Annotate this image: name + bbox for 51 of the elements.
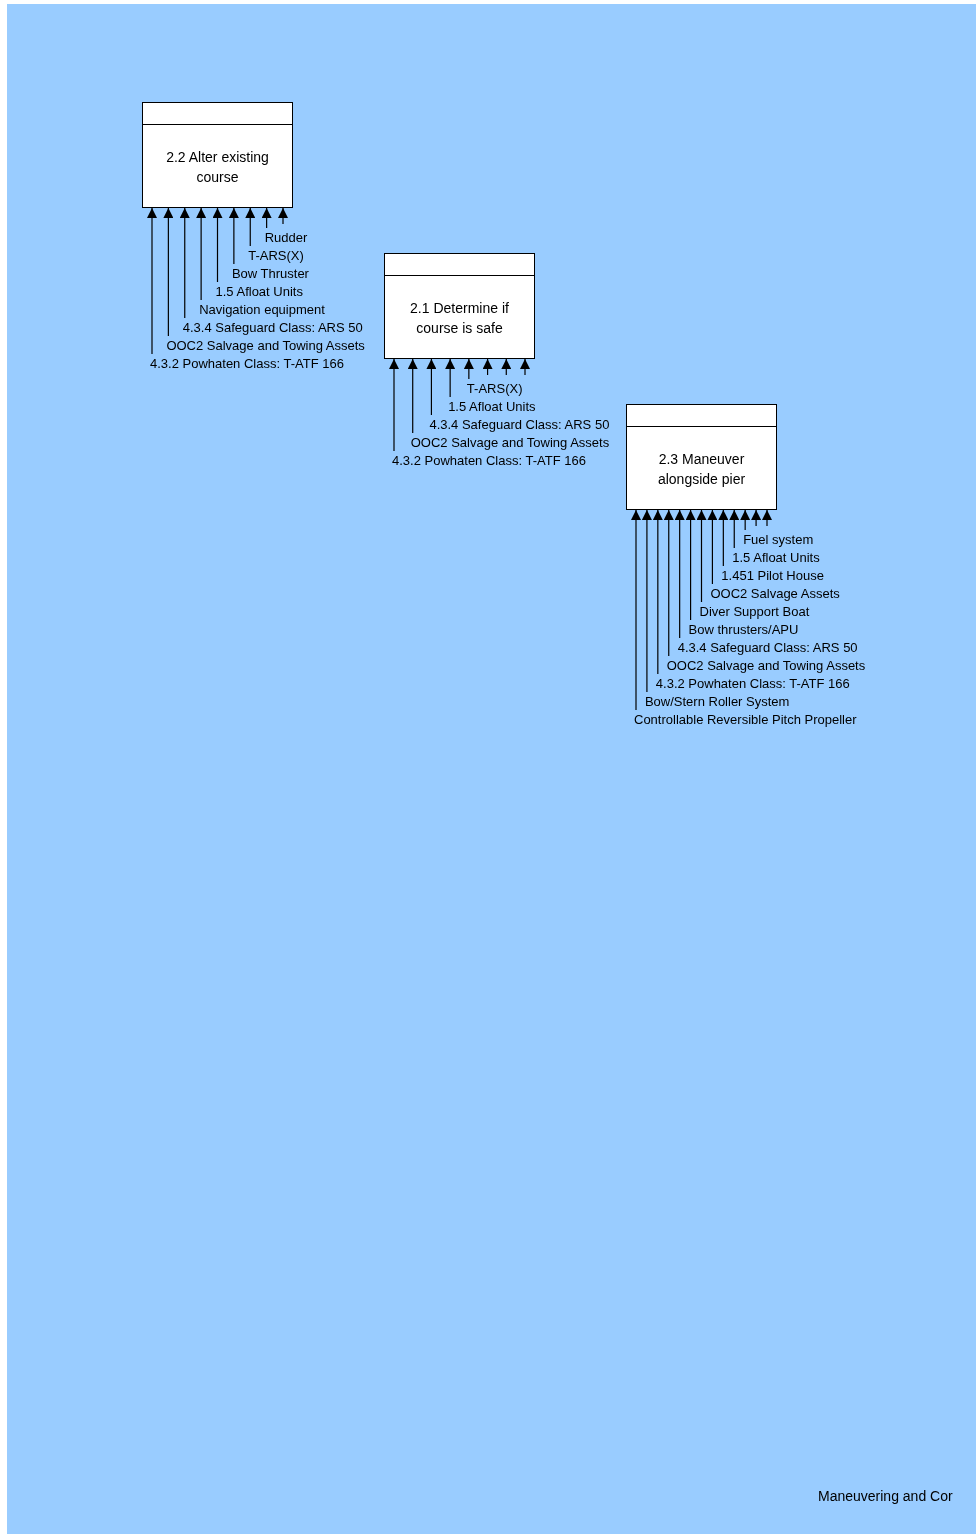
arrow <box>631 509 641 711</box>
activity-label: 2.1 Determine if course is safe <box>409 299 510 338</box>
arrow <box>463 358 474 380</box>
arrow <box>228 207 239 265</box>
arrow-label: Navigation equipment <box>198 302 326 318</box>
arrow-label: Controllable Reversible Pitch Propeller <box>633 712 858 728</box>
arrow-label: 4.3.4 Safeguard Class: ARS 50 <box>428 417 611 433</box>
arrow <box>196 207 207 301</box>
arrow <box>212 207 223 283</box>
arrow-label: OOC2 Salvage and Towing Assets <box>409 435 611 451</box>
arrow <box>278 207 288 225</box>
arrow-label: T-ARS(X) <box>465 381 524 397</box>
arrow <box>389 358 399 452</box>
arrow-label: OOC2 Salvage Assets <box>709 586 841 602</box>
arrow <box>261 207 272 229</box>
arrow-label: OOC2 Salvage and Towing Assets <box>165 338 366 354</box>
footer-text: Maneuvering and Cor <box>818 1488 953 1504</box>
arrow <box>751 509 762 527</box>
arrow <box>707 509 718 585</box>
arrow <box>426 358 437 416</box>
arrow <box>663 509 674 657</box>
arrow <box>740 509 751 531</box>
arrow-label: 4.3.4 Safeguard Class: ARS 50 <box>181 320 364 336</box>
arrow <box>482 358 493 376</box>
arrow <box>641 509 652 693</box>
arrow <box>762 509 772 527</box>
arrow <box>674 509 685 639</box>
activity-label: 2.3 Maneuver alongside pier <box>656 450 747 489</box>
arrow-label: Fuel system <box>742 532 815 548</box>
activity-box <box>384 253 535 359</box>
arrow <box>718 509 729 567</box>
arrow <box>179 207 190 319</box>
arrow <box>163 207 174 337</box>
arrow <box>685 509 696 621</box>
arrow-label: Diver Support Boat <box>698 604 811 620</box>
arrow-label: 4.3.4 Safeguard Class: ARS 50 <box>676 640 859 656</box>
arrow <box>696 509 707 603</box>
arrow <box>729 509 740 549</box>
arrow <box>501 358 512 376</box>
arrow-label: T-ARS(X) <box>247 248 305 264</box>
arrow <box>652 509 663 675</box>
arrow-label: Bow/Stern Roller System <box>643 694 791 710</box>
arrow-label: OOC2 Salvage and Towing Assets <box>665 658 867 674</box>
activity-box <box>142 102 293 208</box>
arrow <box>407 358 418 434</box>
arrow <box>520 358 530 376</box>
activity-box <box>626 404 777 510</box>
activity-label: 2.2 Alter existing course <box>165 148 270 187</box>
arrow <box>245 207 256 247</box>
arrow <box>147 207 157 355</box>
arrow <box>445 358 456 398</box>
